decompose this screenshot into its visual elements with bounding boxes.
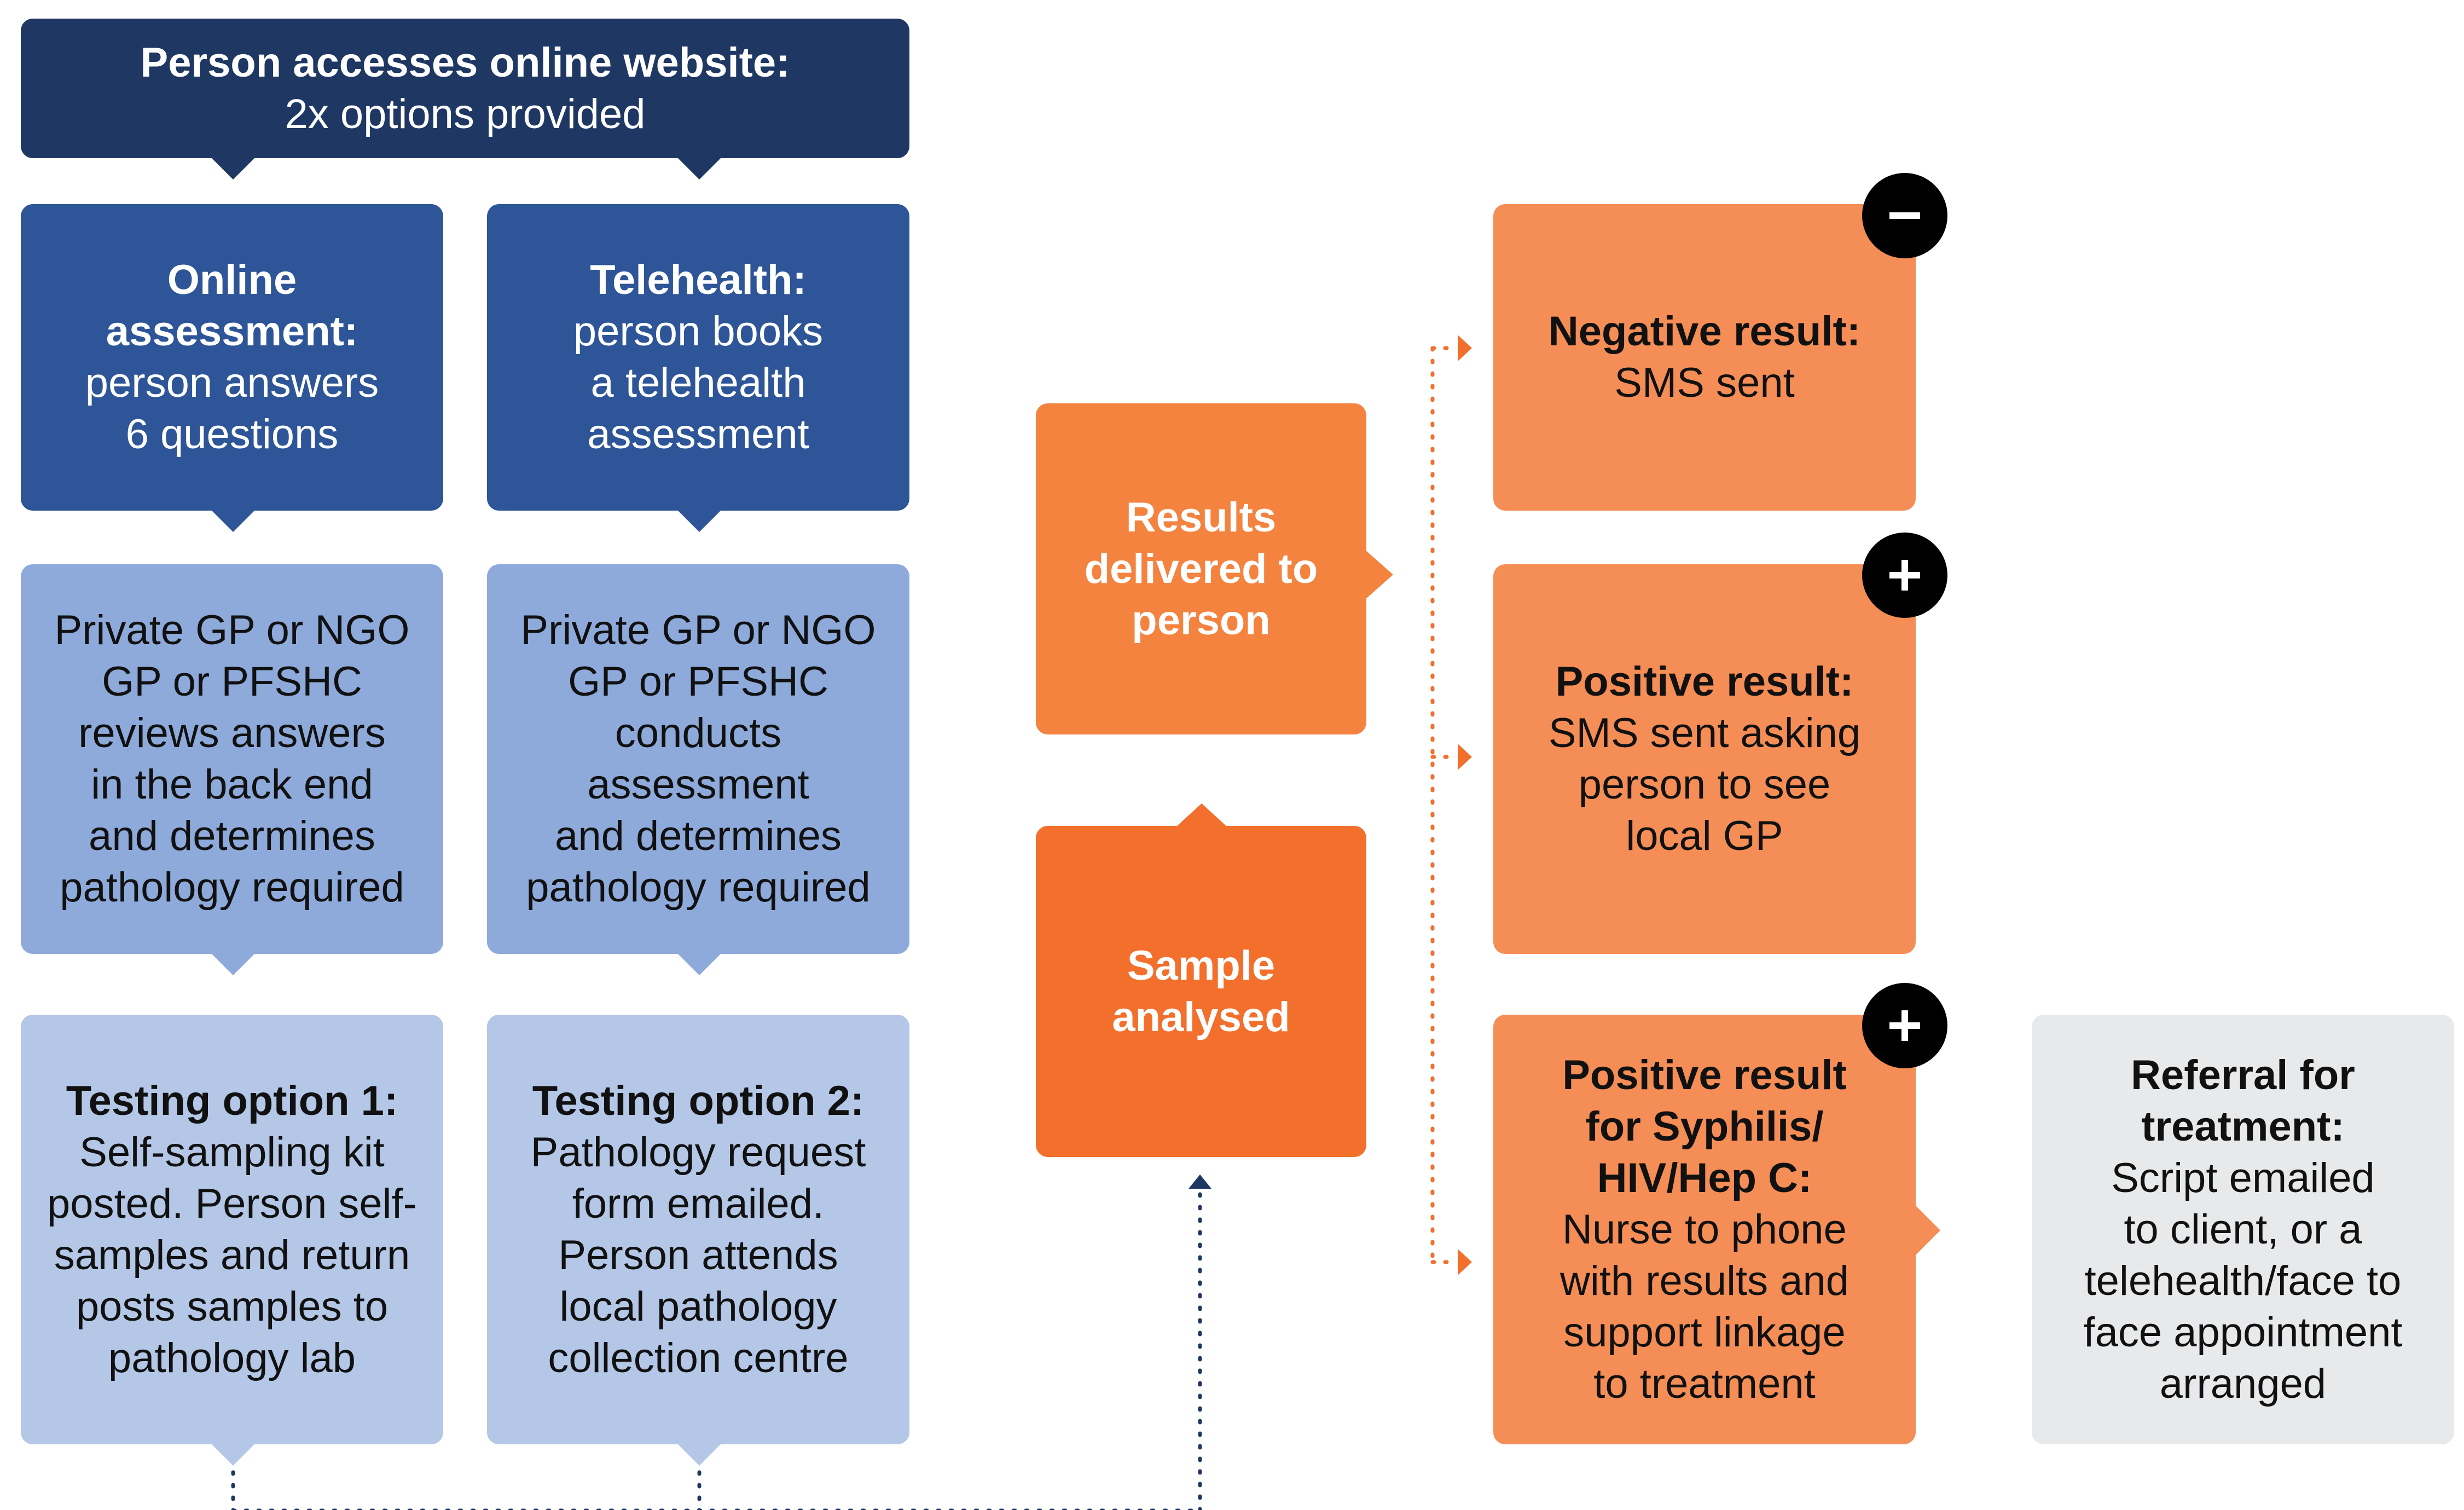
positive-bbv-title: Positive result for Syphilis/ HIV/Hep C: bbox=[1562, 1051, 1847, 1201]
sample-analysed-arrowhead bbox=[1188, 1175, 1211, 1189]
results-delivered-pointer bbox=[1365, 549, 1393, 600]
positive-result-arrowhead bbox=[1458, 744, 1472, 770]
referral-node: Referral for treatment: Script emailed t… bbox=[2032, 1015, 2454, 1444]
testing-option-2-body: Pathology request form emailed. Person a… bbox=[530, 1129, 866, 1381]
telehealth-title: Telehealth: bbox=[590, 257, 807, 303]
negative-result-node: Negative result: SMS sent bbox=[1493, 204, 1916, 511]
plus-icon bbox=[1862, 983, 1947, 1068]
positive-result-body: SMS sent asking person to see local GP bbox=[1548, 710, 1861, 859]
telehealth-body: person books a telehealth assessment bbox=[573, 308, 824, 458]
start-pointer-right bbox=[676, 157, 722, 180]
start-body: 2x options provided bbox=[285, 90, 646, 137]
start-title: Person accesses online website: bbox=[140, 39, 790, 86]
referral-body: Script emailed to client, or a telehealt… bbox=[2083, 1154, 2403, 1407]
sample-analysed-node: Sample analysed bbox=[1036, 826, 1366, 1157]
testing-option-1-pointer bbox=[210, 1443, 256, 1466]
negative-result-arrowhead bbox=[1458, 335, 1472, 361]
positive-bbv-pointer bbox=[1914, 1204, 1940, 1257]
minus-icon bbox=[1862, 173, 1947, 258]
positive-result-node: Positive result: SMS sent asking person … bbox=[1493, 564, 1916, 954]
conduct-assessment-pointer bbox=[676, 952, 722, 975]
telehealth-pointer bbox=[676, 509, 722, 532]
positive-bbv-body: Nurse to phone with results and support … bbox=[1559, 1206, 1850, 1407]
referral-title: Referral for treatment: bbox=[2131, 1051, 2355, 1150]
review-answers-pointer bbox=[210, 952, 256, 975]
testing-option-2-title: Testing option 2: bbox=[532, 1077, 865, 1124]
positive-bbv-node: Positive result for Syphilis/ HIV/Hep C:… bbox=[1493, 1015, 1916, 1444]
testing-option-1-node: Testing option 1: Self-sampling kit post… bbox=[21, 1015, 443, 1444]
testing-option-1-title: Testing option 1: bbox=[66, 1077, 398, 1124]
online-assessment-title: Online assessment: bbox=[106, 257, 358, 355]
testing-option-1-body: Self-sampling kit posted. Person self- s… bbox=[47, 1129, 417, 1381]
review-answers-body: Private GP or NGO GP or PFSHC reviews an… bbox=[54, 607, 410, 911]
conduct-assessment-body: Private GP or NGO GP or PFSHC conducts a… bbox=[520, 607, 876, 911]
review-answers-node: Private GP or NGO GP or PFSHC reviews an… bbox=[21, 564, 443, 954]
plus-icon bbox=[1862, 533, 1947, 618]
sample-analysed-pointer bbox=[1175, 803, 1228, 828]
results-delivered-title: Results delivered to person bbox=[1084, 494, 1318, 644]
results-delivered-node: Results delivered to person bbox=[1036, 403, 1366, 734]
sample-analysed-title: Sample analysed bbox=[1112, 942, 1290, 1040]
online-assessment-body: person answers 6 questions bbox=[85, 360, 379, 458]
start-node: Person accesses online website: 2x optio… bbox=[21, 19, 909, 158]
online-assessment-node: Online assessment: person answers 6 ques… bbox=[21, 204, 443, 511]
positive-bbv-arrowhead bbox=[1458, 1249, 1472, 1275]
results-branch-connector bbox=[1430, 346, 1458, 1264]
online-assessment-pointer bbox=[210, 509, 256, 532]
pointer-tails bbox=[210, 157, 722, 180]
sample-return-connector bbox=[231, 1191, 1202, 1510]
positive-result-title: Positive result: bbox=[1555, 658, 1854, 705]
telehealth-node: Telehealth: person books a telehealth as… bbox=[487, 204, 909, 511]
negative-result-title: Negative result: bbox=[1548, 308, 1861, 355]
start-pointer-left bbox=[210, 157, 256, 180]
conduct-assessment-node: Private GP or NGO GP or PFSHC conducts a… bbox=[487, 564, 909, 954]
testing-option-2-pointer bbox=[676, 1443, 722, 1466]
testing-option-2-node: Testing option 2: Pathology request form… bbox=[487, 1015, 909, 1444]
negative-result-body: SMS sent bbox=[1614, 360, 1795, 406]
